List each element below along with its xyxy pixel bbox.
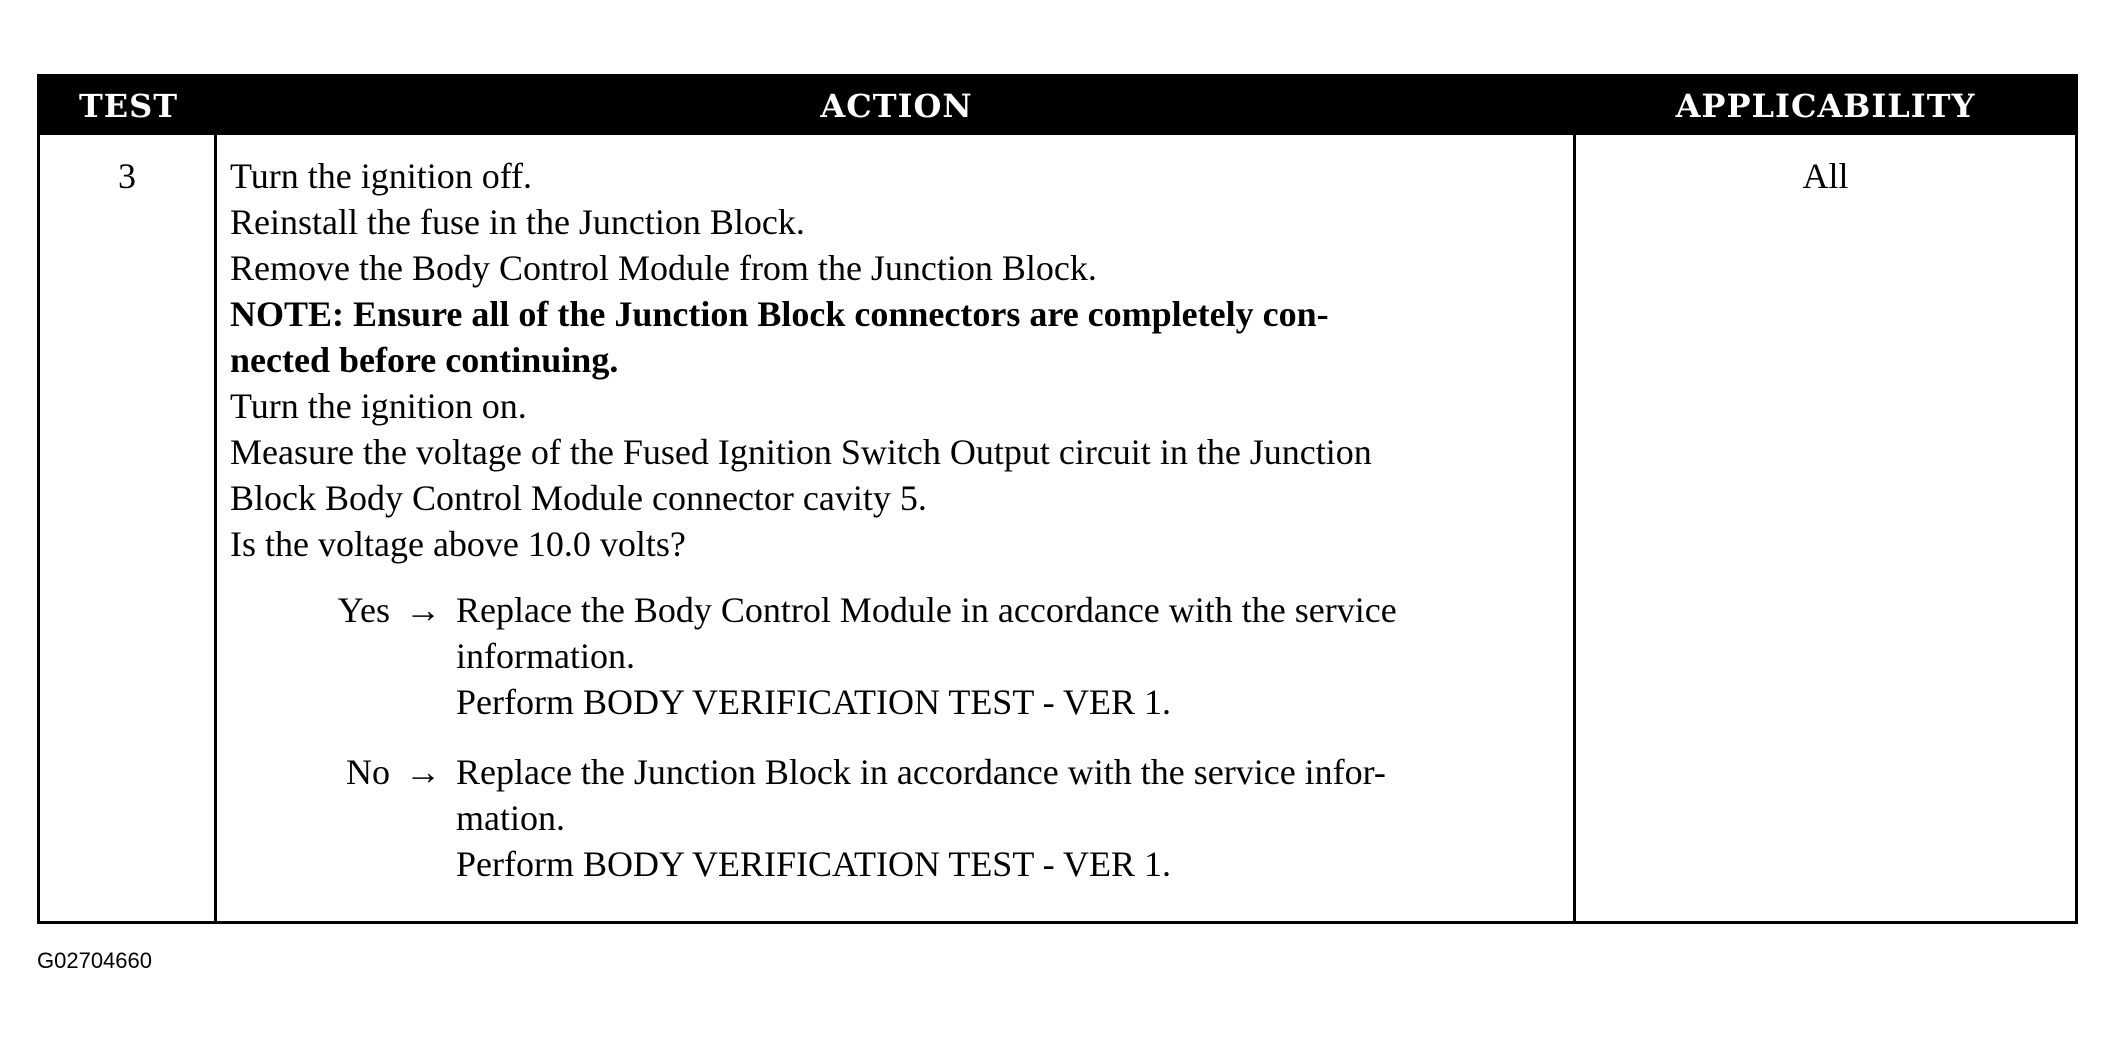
question: Is the voltage above 10.0 volts? [230,524,686,564]
applicability-cell: All [1576,135,2075,921]
arrow-icon: → [405,590,441,630]
answer-no-text: Replace the Junction Block in accordance… [456,752,1386,884]
step-remove-bcm: Remove the Body Control Module from the … [230,248,1097,288]
test-number: 3 [118,156,136,196]
header-test: TEST [40,77,217,135]
step-ignition-off: Turn the ignition off. [230,156,533,196]
answer-no: No → Replace the Junction Block in accor… [230,749,1563,887]
action-cell: Turn the ignition off. Reinstall the fus… [217,135,1576,921]
header-applicability: APPLICABILITY [1576,77,2075,135]
note-line-2: nected before continuing. [230,340,619,380]
arrow-icon: → [405,752,441,792]
figure-id: G02704660 [37,948,152,973]
header-action: ACTION [217,77,1576,135]
step-reinstall-fuse: Reinstall the fuse in the Junction Block… [230,202,805,242]
note-line-1: NOTE: Ensure all of the Junction Block c… [230,294,1329,334]
answers: Yes → Replace the Body Control Module in… [230,587,1563,887]
answer-yes-key: Yes [337,590,390,630]
measure-line-1: Measure the voltage of the Fused Ignitio… [230,432,1372,472]
measure-line-2: Block Body Control Module connector cavi… [230,478,927,518]
test-number-cell: 3 [40,135,217,921]
step-ignition-on: Turn the ignition on. [230,386,527,426]
answer-yes: Yes → Replace the Body Control Module in… [230,587,1563,725]
answer-yes-text: Replace the Body Control Module in accor… [456,590,1397,722]
answer-no-key: No [346,752,390,792]
applicability-value: All [1802,156,1849,196]
diagnostic-test-table: TEST ACTION APPLICABILITY 3 Turn the ign… [37,74,2078,924]
